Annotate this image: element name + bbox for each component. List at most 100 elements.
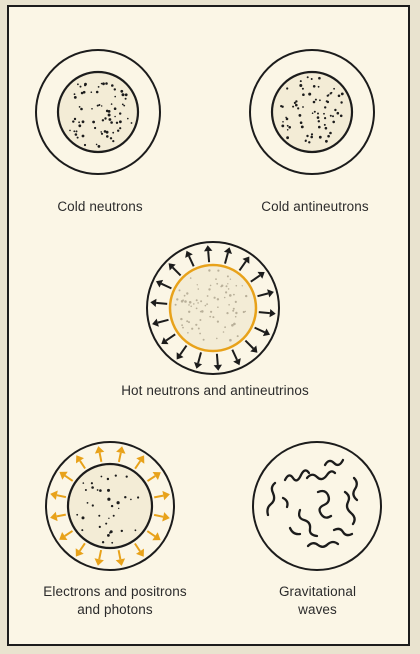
arrow-shaft xyxy=(225,253,228,264)
particle-dot xyxy=(113,515,115,517)
particle-dot xyxy=(318,126,321,129)
particle-dot xyxy=(82,120,85,123)
particle-dot xyxy=(83,482,85,484)
particle-dot xyxy=(105,82,108,85)
particle-dot xyxy=(324,106,326,108)
particle-dot xyxy=(81,529,83,531)
particle-dot xyxy=(203,339,205,341)
particle-dot xyxy=(186,292,188,294)
particle-dot xyxy=(207,295,209,297)
particle-dot xyxy=(310,136,313,139)
particle-dot xyxy=(225,291,227,293)
particle-dot xyxy=(210,285,212,287)
particle-dot xyxy=(125,98,127,100)
particle-dot xyxy=(137,496,139,498)
arrow-shaft xyxy=(198,352,201,363)
arrow-head xyxy=(116,446,125,454)
particle-dot xyxy=(287,129,289,131)
particle-dot xyxy=(135,529,137,531)
particle-dot xyxy=(281,125,284,128)
particle-dot xyxy=(82,516,85,519)
particle-dot xyxy=(98,86,100,88)
particle-dot xyxy=(329,132,332,135)
particle-dot xyxy=(217,321,219,323)
particle-dot xyxy=(91,108,93,110)
particle-dot xyxy=(191,328,193,330)
gravitational-wave-squiggles xyxy=(267,460,357,547)
particle-dot xyxy=(197,284,198,285)
particle-dot xyxy=(340,101,342,103)
particle-dot xyxy=(198,288,200,290)
particle-dot xyxy=(105,523,107,525)
gravitational-waves-star xyxy=(253,442,381,570)
arrow-shaft xyxy=(65,531,73,536)
particle-dot xyxy=(104,117,106,119)
particle-dot xyxy=(94,127,96,129)
particle-dot xyxy=(190,277,192,279)
arrow-shaft xyxy=(135,544,140,552)
arrow-shaft xyxy=(258,293,269,296)
particle-dot xyxy=(333,88,335,90)
particle-dot xyxy=(98,515,100,517)
particle-dot xyxy=(87,502,89,504)
particle-dot xyxy=(295,100,297,102)
particle-dot xyxy=(122,104,124,106)
particle-dot xyxy=(214,297,216,299)
particle-dot xyxy=(301,126,304,129)
caption-cold-neutrons-text: Cold neutrons xyxy=(57,199,142,214)
particle-dot xyxy=(180,318,182,320)
particle-dot xyxy=(123,105,125,107)
particle-dot xyxy=(175,304,177,306)
particle-dot xyxy=(119,127,121,129)
particle-dot xyxy=(216,283,218,285)
particle-dot xyxy=(286,136,289,139)
particle-dot xyxy=(101,83,103,85)
particle-dot xyxy=(116,122,118,124)
particle-dot xyxy=(188,321,190,323)
particle-dot xyxy=(226,285,228,287)
particle-dot xyxy=(282,121,284,123)
arrow-shaft xyxy=(208,251,209,262)
particle-dot xyxy=(111,542,113,544)
particle-dot xyxy=(101,133,103,135)
particle-dot xyxy=(100,131,102,133)
particle-dot xyxy=(79,106,81,108)
particle-dot xyxy=(102,119,104,121)
arrow-shaft xyxy=(255,328,265,333)
particle-dot xyxy=(319,99,321,101)
particle-dot xyxy=(76,130,78,132)
particle-dot xyxy=(302,93,305,96)
particle-dot xyxy=(106,131,109,134)
particle-dot xyxy=(190,306,192,308)
caption-cold-neutrons: Cold neutrons xyxy=(40,198,160,216)
particle-dot xyxy=(332,121,335,124)
arrow-head xyxy=(116,558,125,566)
arrow-shaft xyxy=(119,550,121,559)
particle-dot xyxy=(216,338,218,340)
particle-dot xyxy=(78,124,81,127)
arrow-shaft xyxy=(180,346,186,355)
particle-dot xyxy=(308,93,311,96)
particle-dot xyxy=(208,269,210,271)
particle-dot xyxy=(337,112,340,115)
particle-dot xyxy=(217,306,219,308)
particle-dot xyxy=(286,87,288,89)
caption-cold-antineutrons: Cold antineutrons xyxy=(240,198,390,216)
particle-dot xyxy=(112,140,114,142)
particle-dot xyxy=(114,96,116,98)
arrow-shaft xyxy=(154,515,163,517)
particle-dot xyxy=(318,77,321,80)
arrow-head xyxy=(214,365,222,371)
arrow-head xyxy=(270,309,276,317)
particle-dot xyxy=(235,301,237,303)
arrow-shaft xyxy=(156,303,167,304)
particle-dot xyxy=(91,91,93,93)
particle-dot xyxy=(236,285,238,287)
arrow-head xyxy=(50,512,58,521)
particle-dot xyxy=(341,93,344,96)
particle-dot xyxy=(119,120,122,123)
particle-dot xyxy=(181,300,184,303)
particle-dot xyxy=(83,91,86,94)
particle-dot xyxy=(184,300,187,303)
